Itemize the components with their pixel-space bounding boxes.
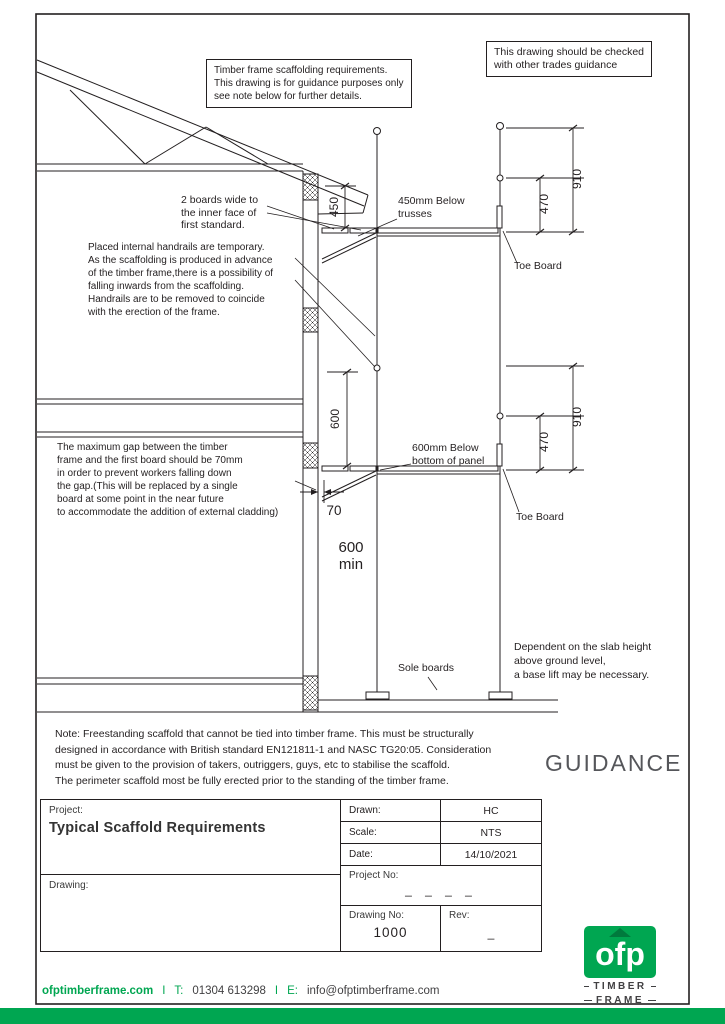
dimension-910-top: 910 [570, 168, 584, 190]
dimension-600: 600 [328, 408, 342, 430]
trades-guidance-note-box: This drawing should be checked with othe… [486, 41, 653, 77]
ofp-logo-box: ofp [584, 926, 656, 978]
date-value: 14/10/2021 [464, 849, 518, 861]
project-no-label: Project No: [349, 870, 399, 881]
dimension-lines [300, 124, 584, 503]
drawing-no-row: Drawing No: 1000 Rev: _ [341, 906, 541, 951]
dimension-450: 450 [327, 196, 341, 218]
date-label: Date: [341, 844, 441, 865]
toe-board-label-mid: Toe Board [516, 511, 564, 523]
platform-board [349, 465, 377, 472]
boards-width-note: 2 boards wide to the inner face of first… [181, 194, 259, 231]
logo-frame-text: FRAME [595, 995, 645, 1006]
date-row: Date: 14/10/2021 [341, 844, 541, 866]
ofp-logo: ofp TIMBER FRAME [584, 926, 656, 1006]
freestanding-scaffold-note: Note: Freestanding scaffold that cannot … [55, 728, 492, 787]
scale-label: Scale: [341, 822, 441, 843]
drawing-label: Drawing: [49, 880, 89, 891]
leader-lines [266, 205, 520, 691]
toe-board-mid [496, 443, 503, 467]
sole-board-outer [488, 691, 513, 700]
sheet-border [35, 13, 690, 1005]
rev-label: Rev: [449, 910, 470, 921]
dimension-70: 70 [326, 503, 342, 518]
project-no-row: Project No: _ _ _ _ [341, 866, 541, 906]
logo-rule [648, 1000, 656, 1001]
drawing-purpose-note-box: Timber frame scaffolding requirements. T… [206, 59, 412, 108]
green-footer-bar [0, 1008, 725, 1024]
platform-boards-top [377, 227, 499, 234]
drawn-value: HC [483, 805, 499, 817]
timber-frame-wall [302, 171, 319, 712]
scale-row: Scale: NTS [341, 822, 541, 844]
separator: I [274, 985, 279, 997]
scaffold-structure [321, 122, 513, 700]
platform-board [349, 227, 377, 234]
toe-board-label-top: Toe Board [514, 260, 562, 272]
toe-board-top [496, 205, 503, 229]
scale-value: NTS [480, 827, 502, 839]
project-label: Project: [49, 805, 83, 816]
ofp-logo-text: ofp [595, 936, 645, 972]
tel-value: 01304 613298 [192, 985, 266, 997]
tel-label: T: [174, 985, 184, 997]
below-panel-label: 600mm Below bottom of panel [412, 442, 485, 467]
project-title: Typical Scaffold Requirements [49, 820, 266, 836]
rev-value: _ [487, 926, 495, 940]
platform-board [321, 465, 349, 472]
sole-board-inner [365, 691, 390, 700]
title-block-left: Project: Typical Scaffold Requirements D… [41, 800, 341, 951]
maximum-gap-note: The maximum gap between the timber frame… [57, 442, 279, 518]
logo-frame-row: FRAME [584, 995, 656, 1006]
separator: I [162, 985, 166, 997]
platform-board [321, 227, 349, 234]
website-text: ofptimberframe.com [42, 985, 154, 997]
email-value: info@ofptimberframe.com [306, 985, 440, 997]
platform-boards-mid [377, 465, 499, 472]
email-label: E: [287, 985, 298, 997]
title-block: Project: Typical Scaffold Requirements D… [40, 799, 542, 952]
internal-handrails-note: Placed internal handrails are temporary.… [88, 242, 274, 318]
sole-boards-label: Sole boards [398, 662, 455, 674]
dimension-470-mid: 470 [537, 431, 551, 453]
dimension-470-top: 470 [537, 193, 551, 215]
project-cell: Project: Typical Scaffold Requirements [41, 800, 340, 875]
title-block-right: Drawn: HC Scale: NTS Date: 14/10/2021 Pr… [341, 800, 541, 951]
drawn-row: Drawn: HC [341, 800, 541, 822]
logo-rule [584, 986, 590, 987]
drawing-cell: Drawing: [41, 875, 340, 951]
below-trusses-label: 450mm Below trusses [398, 195, 465, 220]
logo-rule [584, 1000, 592, 1001]
drawing-no-value: 1000 [373, 925, 408, 940]
base-lift-note: Dependent on the slab height above groun… [514, 641, 652, 681]
project-no-value: _ _ _ _ [405, 883, 477, 897]
drawing-no-cell: Drawing No: 1000 [341, 906, 441, 951]
drawing-no-label: Drawing No: [349, 910, 405, 921]
rev-cell: Rev: _ [441, 906, 541, 951]
roof-gable-icon [609, 928, 631, 937]
guidance-heading: GUIDANCE [545, 750, 683, 776]
contact-footer: ofptimberframe.com I T: 01304 613298 I E… [42, 985, 439, 997]
logo-rule [650, 986, 656, 987]
dimension-ticks [340, 124, 578, 474]
dimension-910-mid: 910 [570, 406, 584, 428]
dimension-600-min: 600 min [338, 539, 364, 573]
logo-timber-row: TIMBER [584, 981, 656, 992]
floor-levels [37, 398, 558, 713]
drawn-label: Drawn: [341, 800, 441, 821]
logo-timber-text: TIMBER [593, 981, 647, 992]
